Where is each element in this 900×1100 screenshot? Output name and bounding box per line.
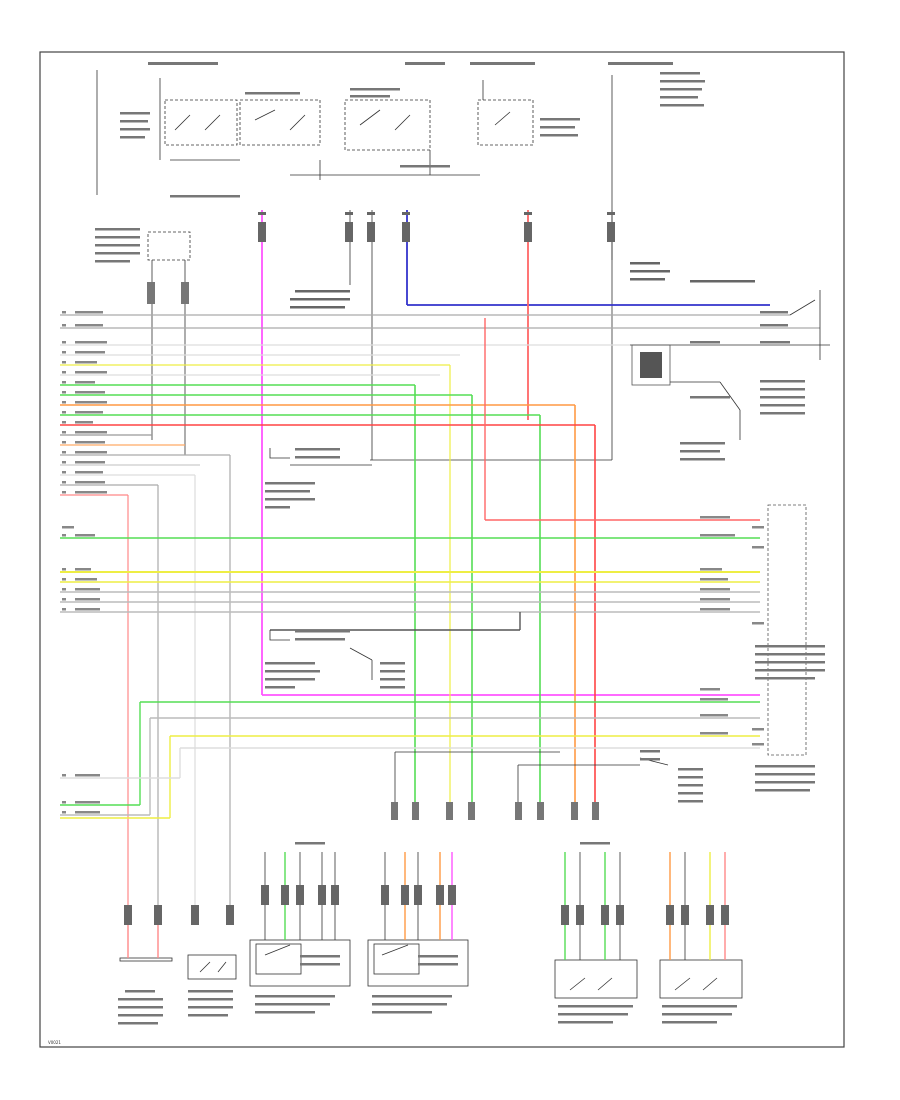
right-switch-block — [630, 290, 830, 440]
top-labels — [120, 62, 705, 198]
lower-connector-pins — [391, 802, 599, 820]
diagram-border — [39, 51, 845, 1048]
middle-sensor-block — [269, 448, 372, 466]
middle-bus — [60, 537, 760, 631]
lower-bus — [60, 701, 760, 819]
bottom-labels — [118, 842, 737, 1025]
bottom-pin-blocks — [124, 885, 729, 925]
top-switch-section — [96, 70, 613, 461]
vertical-wires — [261, 210, 770, 696]
horizontal-bus — [60, 314, 820, 920]
left-sensor-block — [147, 231, 191, 455]
lower-right-switch — [394, 751, 669, 820]
bottom-components — [119, 852, 743, 999]
left-row-labels — [62, 311, 107, 494]
footer-code: V0021 — [48, 1040, 61, 1045]
middle-bus-labels — [62, 516, 764, 625]
right-control-module — [767, 504, 807, 756]
lower-sensor-block — [269, 630, 373, 680]
